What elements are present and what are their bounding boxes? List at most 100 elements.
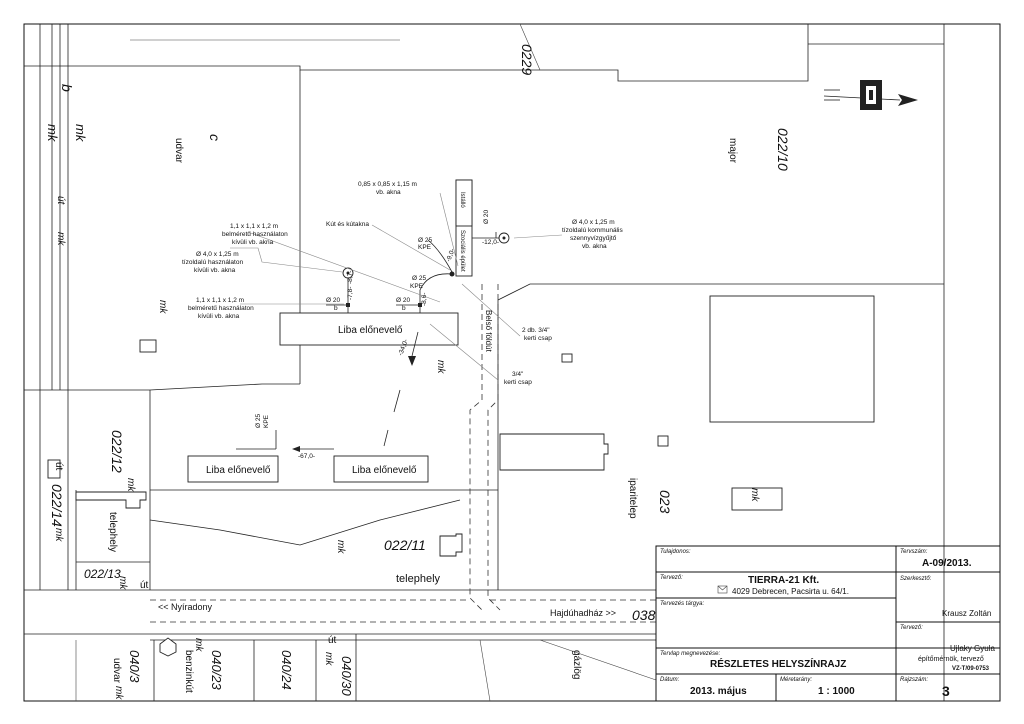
ann-belmeretu-a: belméretű használaton [222, 231, 288, 238]
small-shed [139, 339, 157, 353]
tb-rajzszam: 3 [942, 683, 950, 699]
small-building-02211 [439, 533, 463, 557]
label-c: c [207, 134, 223, 141]
tb-tulajdonos-label: Tulajdonos: [660, 549, 691, 555]
ann-tizoldalu-a: tízoldalú használaton [182, 259, 243, 266]
tb-megnevezes-label: Tervlap megnevezése: [660, 651, 720, 657]
ann-akna-11-a: 1,1 x 1,1 x 1,2 m [230, 223, 278, 230]
tb-meretarany: 1 : 1000 [818, 686, 855, 697]
small-box-1 [561, 353, 573, 363]
parcel-04024: 040/24 [279, 650, 294, 690]
north-arrow-icon [823, 80, 918, 110]
tb-address: 4029 Debrecen, Pacsirta u. 64/1. [732, 587, 849, 596]
leader-lines [230, 192, 563, 381]
sheet-frame [23, 23, 1001, 702]
parcel-lines [24, 23, 945, 702]
tb-tervszam: A-09/2013. [922, 558, 972, 569]
label-mk-6: mk [125, 478, 136, 492]
ann-lev3: -8,6- [421, 293, 428, 306]
tb-tervszam-label: Tervszám: [900, 549, 928, 555]
ann-akna-40-b: Ø 4,0 x 1,25 m [572, 219, 615, 226]
ann-lev6: -67,0- [298, 453, 315, 460]
label-liba-1: Liba előnevelő [338, 325, 403, 336]
label-major: major [727, 138, 738, 164]
label-istallo: Istálló [459, 192, 465, 208]
parcel-02210: 022/10 [775, 128, 791, 171]
ann-kivuli-a: kívüli vb. akna [232, 239, 274, 246]
ann-vb-akna: vb. akna [376, 189, 401, 196]
annotations: 0,85 x 0,85 x 1,15 m vb. akna Kút és kút… [182, 181, 623, 460]
major-building [709, 295, 875, 423]
liba-elonevelo-2 [187, 455, 279, 483]
parcel-04030: 040/30 [339, 656, 354, 697]
label-szocialis: Szociális épület [459, 230, 465, 272]
small-shed-2 [47, 459, 61, 479]
label-benzinkut: benzinkút [183, 650, 194, 693]
tb-designer-title: építőmérnök, tervező [918, 656, 984, 663]
parcel-02212: 022/12 [109, 430, 125, 473]
tb-szerkeszto-label: Szerkesztő: [900, 576, 932, 582]
liba-elonevelo-3 [333, 455, 429, 483]
tb-szerkeszto: Krausz Zoltán [942, 609, 991, 618]
ann-akna-085: 0,85 x 0,85 x 1,15 m [358, 181, 417, 188]
telephely-building [75, 491, 147, 509]
tb-rajzszam-label: Rajzszám: [900, 677, 928, 683]
tb-tervezo2-label: Tervező: [900, 625, 923, 631]
tb-datum-label: Dátum: [660, 677, 680, 683]
tb-targy-label: Tervezés tárgya: [660, 601, 704, 607]
road-nyiradony: << Nyíradony [158, 602, 213, 612]
ann-kpe-c: KPE [263, 414, 270, 428]
label-mk-5: mk [435, 360, 446, 374]
ann-csap1: 3/4" [512, 371, 524, 378]
label-ut-3: út [140, 580, 149, 591]
label-ut-2: út [53, 462, 64, 471]
tb-designer: Ujlaky Gyula [950, 644, 995, 653]
ann-vb-akna-b: vb. akna [582, 243, 607, 250]
road-belso-foldut: Belső földút [484, 310, 493, 353]
label-telephely-2: telephely [396, 573, 441, 585]
tb-tervezo-label: Tervező: [660, 575, 683, 581]
ann-tizoldalu-b: tízoldalú kommunális [562, 227, 623, 234]
ann-b-2: b [402, 305, 406, 312]
ann-kerti2: kerti csap [504, 379, 532, 386]
label-mk-7: mk [53, 528, 64, 542]
label-b: b [59, 84, 75, 92]
label-mk-4: mk [157, 300, 168, 314]
title-block-text: Tulajdonos: Tervszám: A-09/2013. Tervező… [660, 549, 995, 699]
ann-akna-11-b: 1,1 x 1,1 x 1,2 m [196, 297, 244, 304]
parcel-023: 023 [657, 490, 673, 514]
parcel-02211: 022/11 [384, 537, 426, 553]
parcel-038: 038 [632, 607, 656, 623]
label-telephely-1: telephely [107, 512, 118, 552]
ann-akna-40-a: Ø 4,0 x 1,25 m [196, 251, 239, 258]
ann-d25c: Ø 25 [255, 414, 262, 428]
ann-kivuli-b: kívüli vb. akna [194, 267, 236, 274]
tb-datum: 2013. május [690, 686, 747, 697]
small-building-023 [731, 487, 783, 511]
parcel-0403: 040/3 [127, 650, 142, 683]
ann-lev1: -7,8- [347, 287, 354, 300]
ann-szenny: szennyvízgyűjtő [570, 235, 617, 242]
label-mk-10: mk [749, 488, 760, 502]
ann-lev7: -9,0- [445, 248, 456, 263]
tb-megnevezes: RÉSZLETES HELYSZÍNRAJZ [710, 657, 846, 670]
road-hajduhadhaz: Hajdúhadház >> [550, 608, 616, 618]
label-mk-13: mk [323, 652, 334, 666]
tb-meretarany-label: Méretarány: [780, 677, 812, 683]
belso-foldut [469, 284, 501, 611]
ann-d20b: Ø 20 [396, 297, 410, 304]
label-iparitelep: iparitelep [627, 478, 638, 519]
label-mk-9: mk [335, 540, 346, 554]
parcel-02214: 022/14 [49, 484, 65, 527]
ann-csap2: 2 db. 3/4" [522, 327, 550, 334]
ann-lev2: -8,7- [347, 271, 354, 284]
parcel-04023: 040/23 [209, 650, 224, 691]
ann-d25b: Ø 25 [412, 275, 426, 282]
title-block [655, 545, 1001, 702]
label-mk-12: mk [193, 638, 204, 652]
ann-b-1: b [334, 305, 338, 312]
liba-elonevelo-1 [279, 312, 459, 346]
label-ut-1: út [55, 196, 66, 206]
ann-kut: Kút és kútakna [326, 221, 369, 228]
